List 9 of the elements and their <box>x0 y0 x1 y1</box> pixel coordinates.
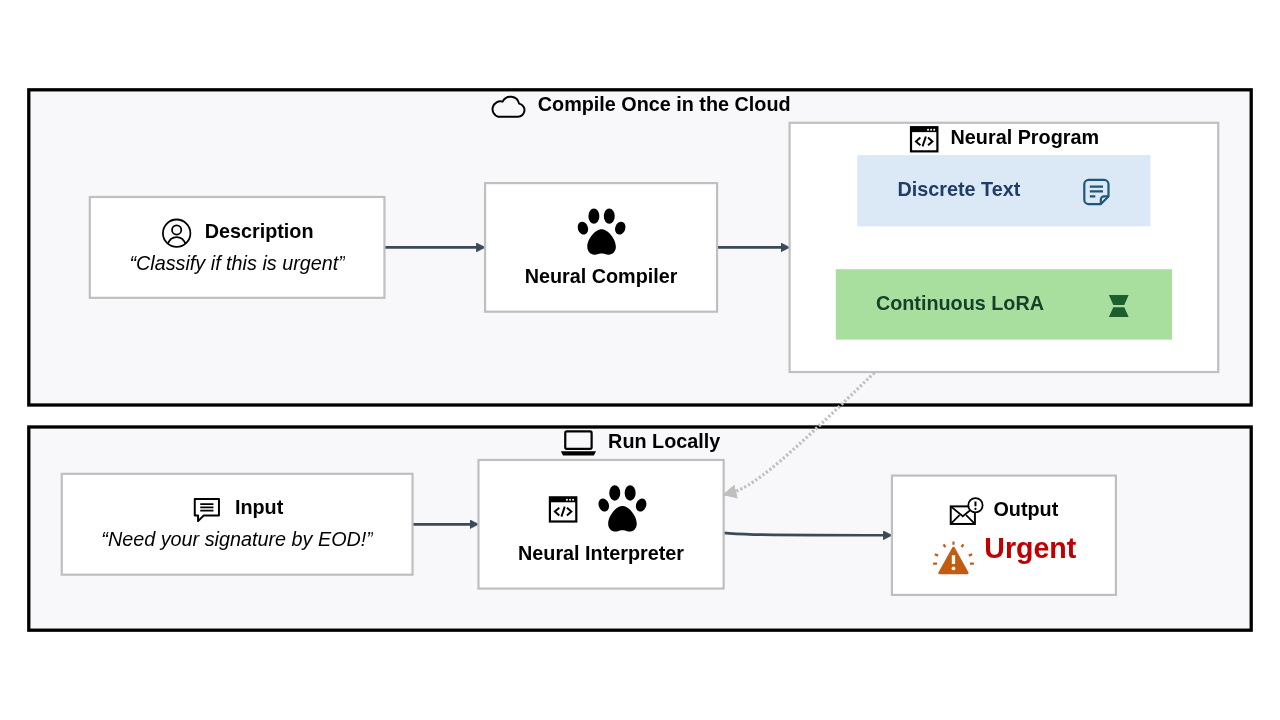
node-box: Discrete Text <box>857 155 1151 227</box>
node-box: Continuous LoRA <box>835 269 1173 340</box>
arrow <box>384 242 486 253</box>
node-box: Output Urgent <box>890 474 1117 596</box>
node-box: Input “Need your signature by EOD!” <box>60 472 414 576</box>
node-box: Description “Classify if this is urgent” <box>88 195 386 299</box>
node-box: Neural Compiler <box>483 182 719 313</box>
node-box: Neural Interpreter <box>477 458 725 590</box>
arrow <box>412 519 479 530</box>
